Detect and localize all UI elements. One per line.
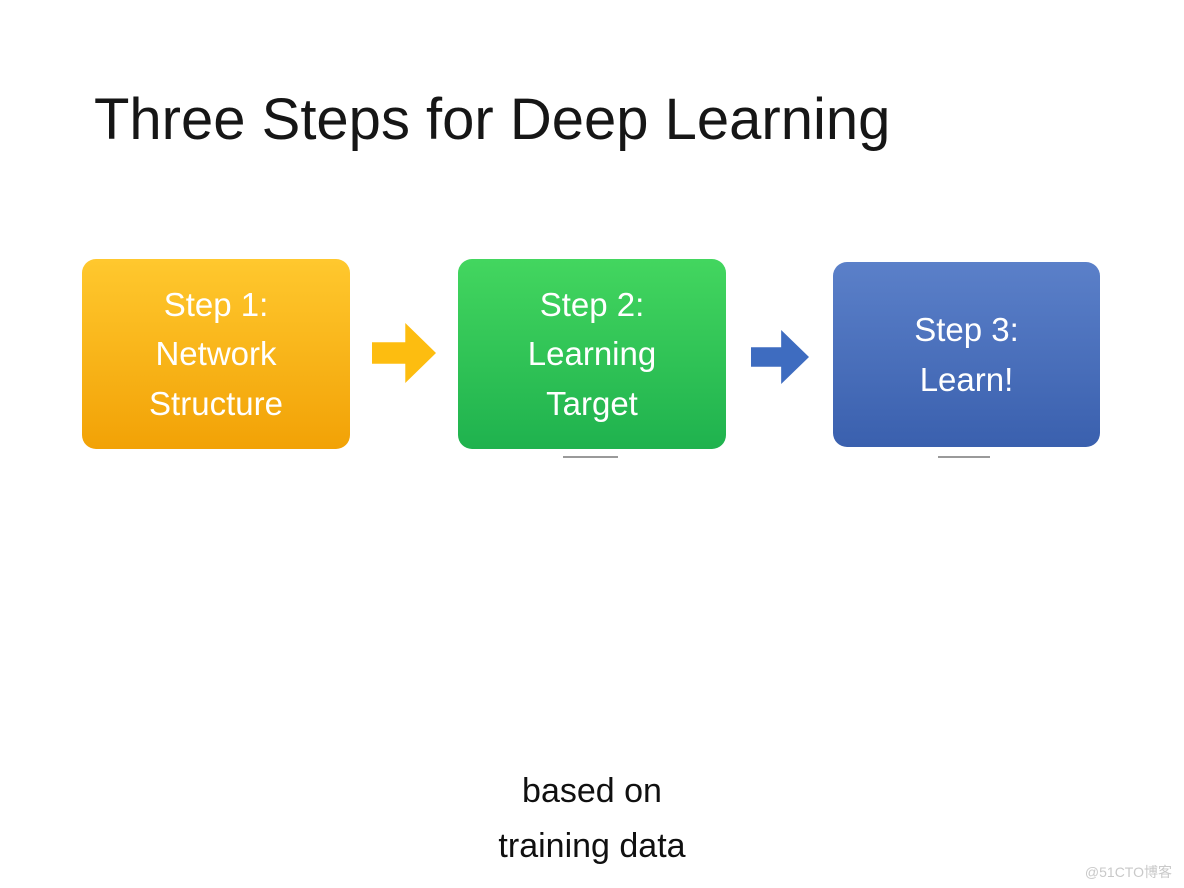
step-1-label: Step 1: Network Structure [149, 285, 283, 422]
underline-mark [938, 456, 990, 458]
step-3-label: Step 3: Learn! [914, 311, 1019, 398]
step-3-box: Step 3: Learn! [833, 262, 1100, 447]
caption-text: based on training data [498, 772, 686, 866]
step-2-box: Step 2: Learning Target [458, 259, 726, 449]
arrow-right-icon-1 [372, 323, 436, 383]
underline-mark [563, 456, 618, 458]
slide-title: Three Steps for Deep Learning [94, 87, 891, 152]
step-2-label: Step 2: Learning Target [527, 285, 657, 422]
watermark: @51CTO博客 [1084, 864, 1172, 880]
step-1-box: Step 1: Network Structure [82, 259, 350, 449]
arrow-right-icon-2 [751, 330, 809, 384]
